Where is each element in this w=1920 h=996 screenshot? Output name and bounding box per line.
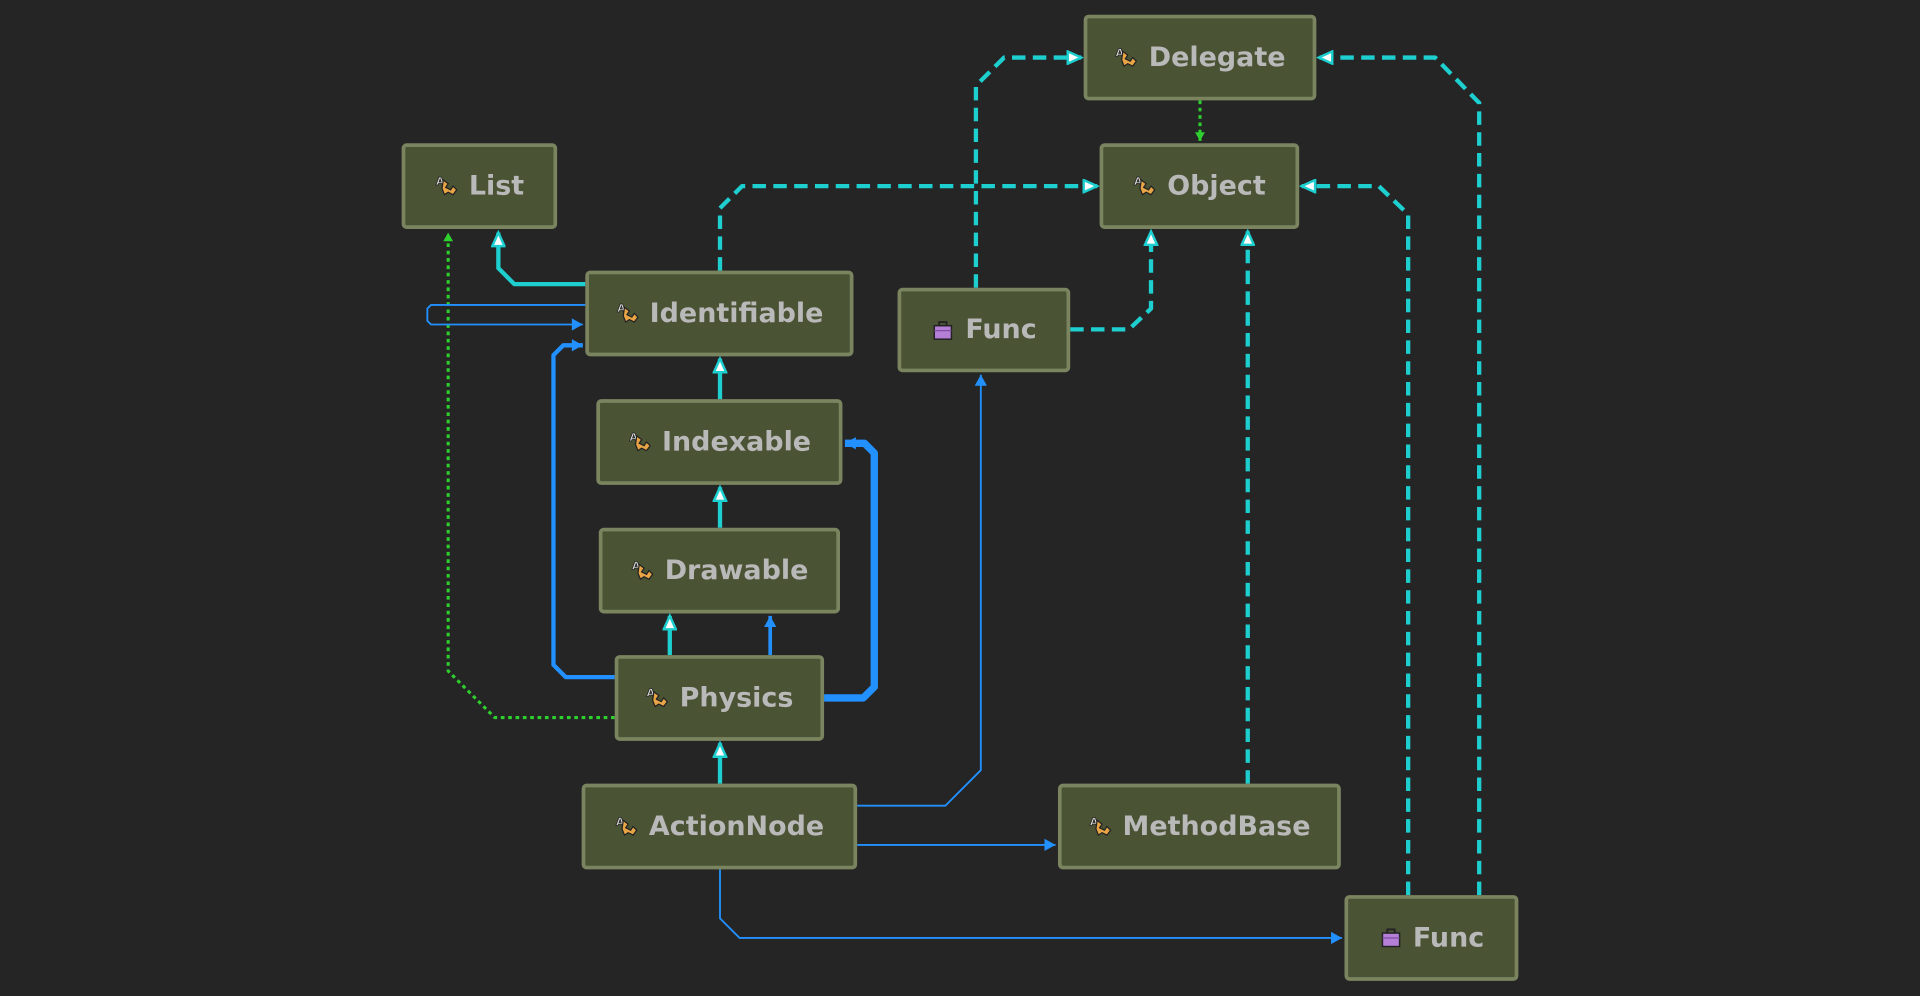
node-label: Object (1167, 170, 1266, 202)
node-identifiable[interactable]: A Identifiable (585, 270, 854, 357)
svg-text:A: A (629, 431, 638, 444)
edge-func-object[interactable] (1070, 231, 1151, 332)
svg-text:A: A (1089, 815, 1098, 828)
delegate-briefcase-icon (931, 318, 955, 342)
class-icon: A (615, 301, 639, 325)
class-icon: A (630, 558, 654, 582)
node-indexable[interactable]: A Indexable (596, 399, 843, 485)
node-list[interactable]: A List (401, 143, 558, 229)
node-label: MethodBase (1122, 811, 1311, 842)
node-physics[interactable]: A Physics (614, 655, 825, 741)
class-icon: A (1114, 45, 1138, 69)
svg-text:A: A (436, 175, 445, 188)
node-label: Func (965, 314, 1037, 346)
svg-text:A: A (1134, 175, 1143, 188)
svg-text:A: A (616, 815, 625, 828)
node-label: List (468, 170, 525, 202)
class-icon: A (1133, 174, 1157, 198)
edge-func2-delegate[interactable] (1319, 58, 1482, 896)
node-label: Indexable (661, 426, 812, 458)
node-label: Identifiable (649, 298, 824, 329)
node-label: Func (1412, 922, 1485, 954)
svg-text:A: A (1116, 46, 1125, 59)
edge-identifiable-list[interactable] (498, 233, 586, 287)
node-label: ActionNode (648, 811, 825, 842)
node-methodbase[interactable]: A MethodBase (1057, 783, 1341, 870)
svg-text:A: A (632, 559, 641, 572)
node-object[interactable]: A Object (1099, 143, 1300, 229)
svg-text:A: A (647, 687, 656, 700)
node-label: Delegate (1148, 42, 1286, 73)
delegate-briefcase-icon (1379, 926, 1403, 950)
class-icon: A (435, 174, 459, 198)
edge-actionnode-func[interactable] (857, 374, 987, 807)
edge-identifiable-object[interactable] (717, 186, 1097, 271)
class-icon: A (645, 686, 669, 710)
edge-actionnode-func2[interactable] (719, 869, 1343, 945)
edge-identifiable-self[interactable] (426, 303, 586, 331)
edge-physics-identifiable[interactable] (551, 339, 615, 680)
node-label: Physics (679, 682, 794, 714)
node-func-2[interactable]: Func (1344, 895, 1519, 981)
class-icon: A (615, 814, 639, 838)
class-icon: A (1088, 814, 1112, 838)
svg-text:A: A (617, 302, 626, 315)
edge-physics-indexable[interactable] (824, 437, 878, 702)
node-drawable[interactable]: A Drawable (598, 527, 841, 614)
node-delegate[interactable]: A Delegate (1083, 14, 1317, 101)
node-func[interactable]: Func (897, 287, 1071, 373)
class-icon: A (628, 430, 652, 454)
edge-func-delegate[interactable] (973, 58, 1081, 288)
node-label: Drawable (664, 555, 809, 586)
edge-func2-object[interactable] (1302, 186, 1411, 896)
node-actionnode[interactable]: A ActionNode (581, 783, 858, 870)
edge-physics-list[interactable] (443, 232, 615, 720)
